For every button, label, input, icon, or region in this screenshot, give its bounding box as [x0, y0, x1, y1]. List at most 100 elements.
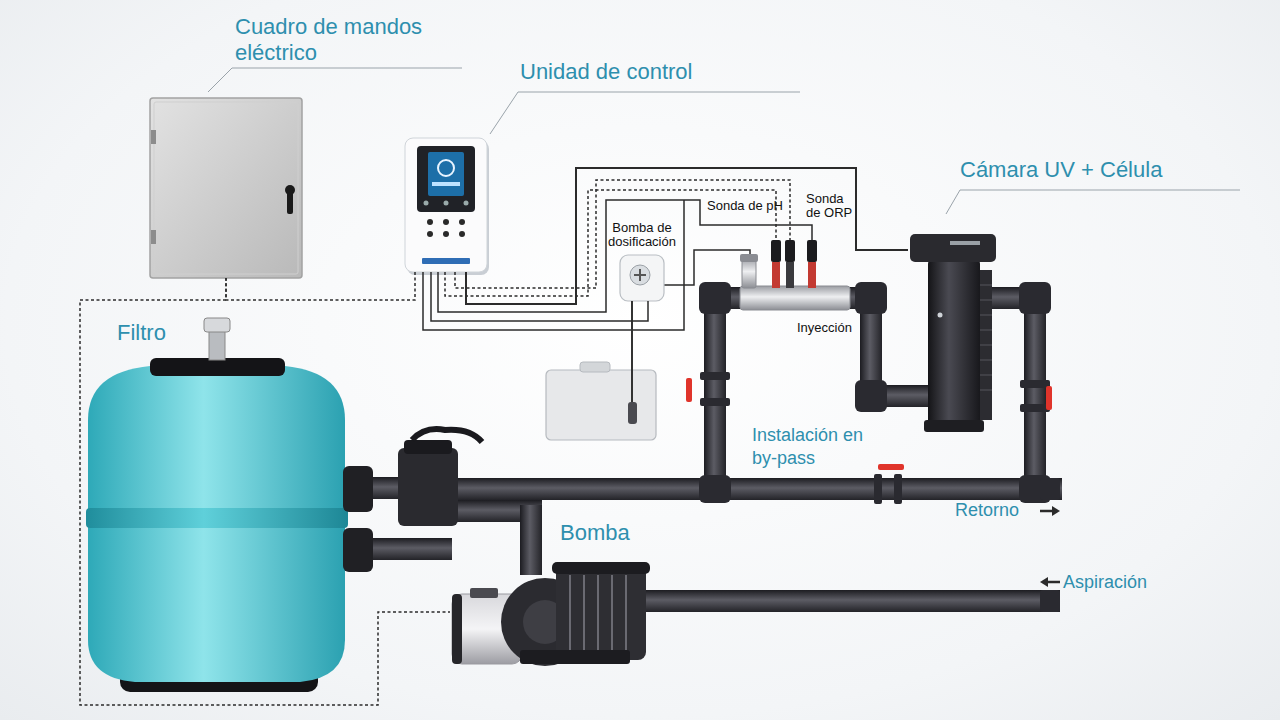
- pipe-fitting: [874, 474, 882, 504]
- pipe: [640, 590, 1060, 612]
- uv-chamber: [980, 285, 992, 286]
- injection-manifold: [740, 286, 850, 310]
- circulation-pump: [552, 562, 650, 574]
- electrical-cabinet: [287, 190, 293, 214]
- circulation-pump: [611, 575, 613, 650]
- control-unit: [428, 152, 464, 196]
- leader-line: [946, 190, 1240, 214]
- callout-title: Cámara UV + Célula: [960, 157, 1260, 183]
- pipe-fitting: [855, 380, 887, 412]
- control-cable: [466, 168, 908, 304]
- uv-chamber: [980, 390, 992, 391]
- sand-filter: [209, 330, 225, 360]
- circulation-pump: [470, 588, 498, 598]
- uv-chamber: [980, 315, 992, 316]
- control-unit: [464, 201, 469, 206]
- electrical-cabinet: [150, 98, 302, 278]
- injection-manifold: [742, 258, 756, 288]
- flow-arrow: [1052, 506, 1060, 516]
- pipe: [704, 297, 726, 489]
- sand-filter: [86, 508, 348, 528]
- sand-filter: [204, 318, 230, 332]
- pipe-fitting: [1020, 380, 1050, 388]
- circulation-pump: [452, 562, 650, 666]
- pipe-fitting: [700, 372, 730, 380]
- chemical-container: [628, 402, 637, 424]
- probe: [807, 240, 817, 262]
- pipe-fitting: [1019, 282, 1051, 314]
- probe: [772, 262, 780, 288]
- callout-title: Filtro: [117, 320, 237, 346]
- uv-chamber: [928, 260, 980, 430]
- injection-label: Inyección: [797, 320, 887, 335]
- pipe: [440, 478, 1062, 500]
- control-unit: [459, 219, 465, 225]
- pipe-fitting: [1040, 478, 1060, 500]
- uv-chamber: [980, 360, 992, 361]
- pipe: [520, 505, 542, 575]
- chemical-container: [546, 301, 656, 440]
- electrical-cabinet: [151, 130, 156, 144]
- leader-line: [208, 68, 1240, 214]
- probe: [771, 240, 817, 288]
- circulation-pump: [556, 566, 646, 660]
- probe: [786, 262, 794, 288]
- circulation-pump: [583, 575, 585, 650]
- valve-handle: [686, 378, 692, 402]
- flow-arrow: [1040, 506, 1060, 587]
- circulation-pump: Bomba: [450, 545, 650, 667]
- flow-arrow: [1040, 577, 1048, 587]
- probe: [785, 240, 795, 262]
- dosing-pump: [620, 255, 664, 301]
- flow-label: Retorno: [955, 499, 1045, 521]
- uv-chamber: [910, 234, 996, 432]
- leader-line: [208, 68, 462, 92]
- pipe-fitting: [894, 474, 902, 504]
- injection-manifold: [740, 254, 850, 310]
- control-cable-dashed: [80, 278, 450, 705]
- pipe-fitting: [700, 398, 730, 406]
- electrical-cabinet: [150, 98, 302, 278]
- pipe-fitting: [1020, 404, 1050, 412]
- multiport-valve: [412, 429, 482, 442]
- circulation-pump: [569, 575, 571, 650]
- pipe-fitting: [855, 282, 887, 314]
- control-unit: [427, 231, 433, 237]
- dosing-pump: [630, 265, 650, 285]
- pipe: [372, 538, 452, 560]
- circulation-pump: [520, 650, 630, 664]
- control-unit: [432, 182, 460, 186]
- flow-arrow: [1046, 581, 1060, 584]
- dosing-pump: Bomba de dosificación: [620, 255, 664, 301]
- callout-title: Unidad de control: [520, 59, 800, 85]
- control-unit: [443, 219, 449, 225]
- uv-chamber: [924, 420, 984, 432]
- control-unit: [422, 258, 470, 264]
- circulation-pump: [597, 575, 599, 650]
- pipe-fitting: [1040, 590, 1060, 612]
- probe: [771, 240, 781, 262]
- sand-filter: [343, 528, 373, 572]
- electrical-cabinet: Cuadro de mandos eléctrico: [150, 98, 302, 278]
- chemical-container: [546, 370, 656, 440]
- bypass-label: Instalación en by-pass: [752, 424, 870, 470]
- control-unit: [443, 231, 449, 237]
- circulation-pump: [452, 594, 462, 664]
- pipe-fitting: [699, 282, 1060, 612]
- circulation-pump: [625, 575, 627, 650]
- control-cable-dashed: [226, 272, 415, 300]
- pipe-fitting: [699, 475, 731, 503]
- multiport-valve: [398, 448, 458, 526]
- uv-chamber: Cámara UV + Célula: [908, 234, 998, 432]
- control-unit: [459, 231, 465, 237]
- electrical-cabinet: [154, 102, 298, 274]
- injection-manifold: [740, 254, 758, 262]
- pipe-fitting: [699, 282, 731, 314]
- sand-filter: Filtro: [88, 350, 346, 692]
- uv-chamber: [980, 375, 992, 376]
- uv-chamber: [980, 345, 992, 346]
- uv-chamber: [910, 234, 996, 262]
- circulation-pump: [570, 575, 626, 650]
